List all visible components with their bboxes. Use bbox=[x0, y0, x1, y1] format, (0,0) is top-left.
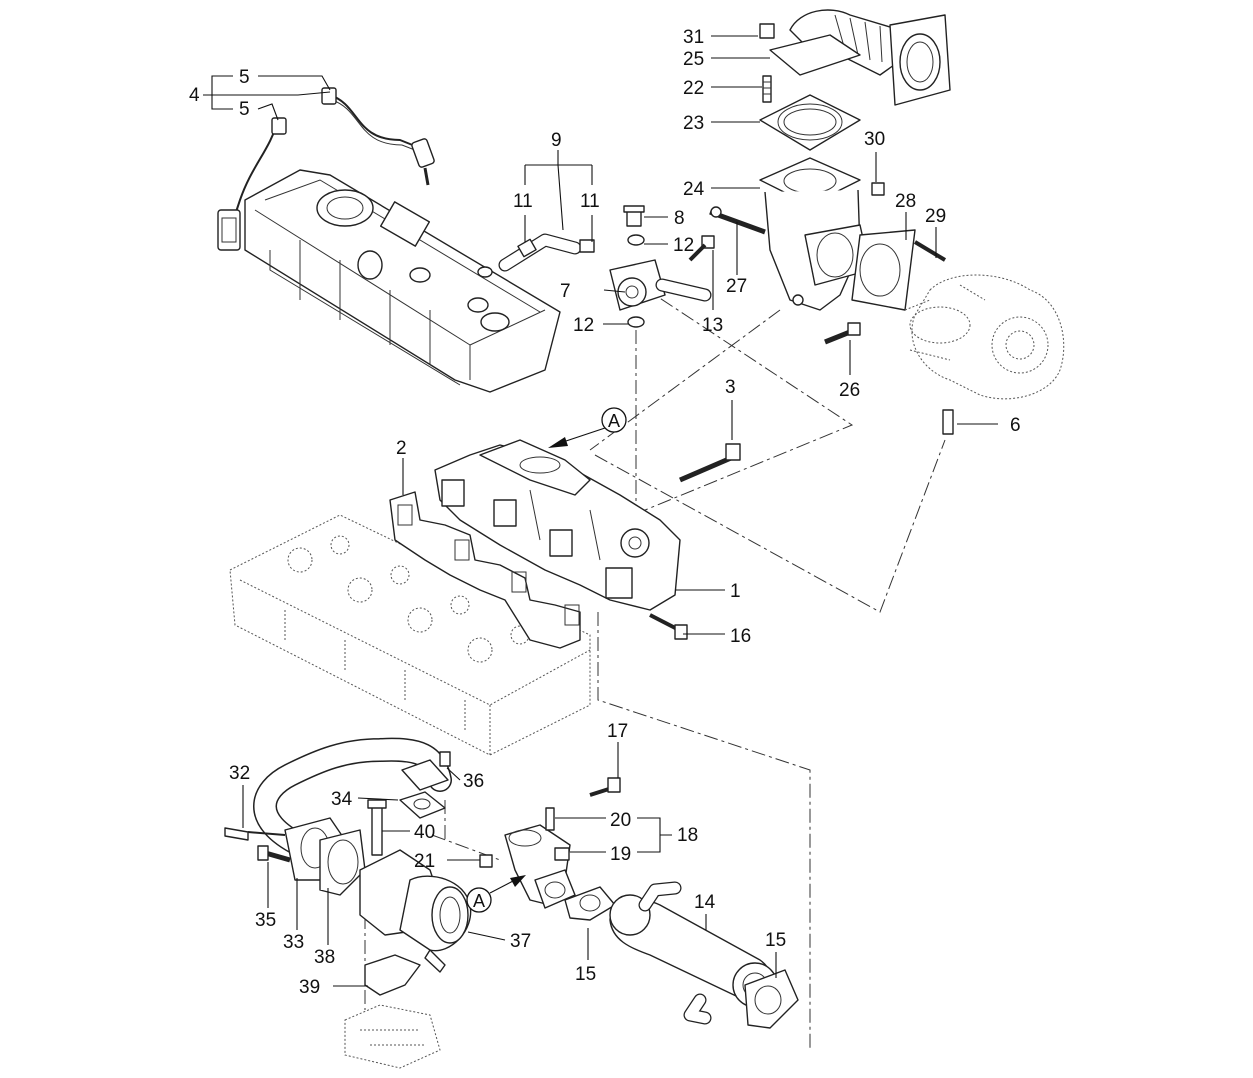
callout-36: 36 bbox=[463, 771, 484, 792]
callout-37: 37 bbox=[510, 931, 531, 952]
callout-5b: 5 bbox=[239, 99, 250, 120]
callout-9: 9 bbox=[551, 130, 562, 151]
callout-32: 32 bbox=[229, 763, 250, 784]
callout-35: 35 bbox=[255, 910, 276, 931]
callout-29: 29 bbox=[925, 206, 946, 227]
egr-valve-assembly bbox=[224, 799, 472, 1069]
callout-11b: 11 bbox=[580, 191, 600, 212]
callout-27: 27 bbox=[726, 276, 747, 297]
callout-21: 21 bbox=[414, 851, 435, 872]
callout-33: 33 bbox=[283, 932, 304, 953]
callout-14: 14 bbox=[694, 892, 716, 913]
callout-7: 7 bbox=[560, 281, 571, 302]
callout-31: 31 bbox=[683, 27, 704, 48]
callout-23: 23 bbox=[683, 113, 704, 134]
callout-11a: 11 bbox=[513, 191, 533, 212]
egr-pipe bbox=[253, 737, 452, 857]
assembly-centerlines bbox=[364, 284, 946, 1050]
callout-34: 34 bbox=[331, 789, 353, 810]
callout-5a: 5 bbox=[239, 67, 250, 88]
callout-4: 4 bbox=[189, 85, 200, 106]
coolant-pipe-assembly bbox=[498, 205, 715, 328]
callout-8: 8 bbox=[674, 208, 685, 229]
callout-38: 38 bbox=[314, 947, 335, 968]
exhaust-manifold-gasket bbox=[389, 491, 581, 649]
callout-15a: 15 bbox=[575, 964, 596, 985]
callout-3: 3 bbox=[725, 377, 736, 398]
egr-adapter-housing bbox=[709, 157, 947, 345]
exhaust-elbow-assembly bbox=[759, 9, 951, 151]
egr-elbow bbox=[479, 777, 621, 921]
view-marker-upper: A bbox=[548, 407, 627, 448]
callout-40: 40 bbox=[414, 822, 435, 843]
cylinder-head-cover bbox=[244, 169, 561, 393]
callout-17: 17 bbox=[607, 721, 628, 742]
callout-2: 2 bbox=[396, 438, 407, 459]
callout-16: 16 bbox=[730, 626, 751, 647]
callout-6: 6 bbox=[1010, 415, 1021, 436]
callout-30: 30 bbox=[864, 129, 885, 150]
exhaust-manifold bbox=[434, 439, 741, 640]
callout-25: 25 bbox=[683, 49, 704, 70]
callout-12b: 12 bbox=[573, 315, 594, 336]
callout-26: 26 bbox=[839, 380, 860, 401]
callout-1: 1 bbox=[730, 581, 741, 602]
callout-12a: 12 bbox=[673, 235, 694, 256]
callout-13: 13 bbox=[702, 315, 723, 336]
svg-text:A: A bbox=[473, 891, 485, 911]
callout-22: 22 bbox=[683, 78, 704, 99]
view-marker-lower: A bbox=[466, 875, 526, 913]
callout-numbers: 1 2 3 4 5 5 6 7 8 9 11 11 12 12 13 14 15… bbox=[189, 27, 1021, 998]
callout-15b: 15 bbox=[765, 930, 786, 951]
turbocharger-phantom bbox=[904, 274, 1065, 435]
svg-text:A: A bbox=[608, 411, 620, 431]
callout-20: 20 bbox=[610, 810, 631, 831]
callout-19: 19 bbox=[610, 844, 631, 865]
callout-28: 28 bbox=[895, 191, 916, 212]
callout-39: 39 bbox=[299, 977, 320, 998]
leader-lines bbox=[203, 35, 998, 987]
egr-cooler bbox=[609, 881, 799, 1029]
callout-18: 18 bbox=[677, 825, 698, 846]
callout-24: 24 bbox=[683, 179, 705, 200]
